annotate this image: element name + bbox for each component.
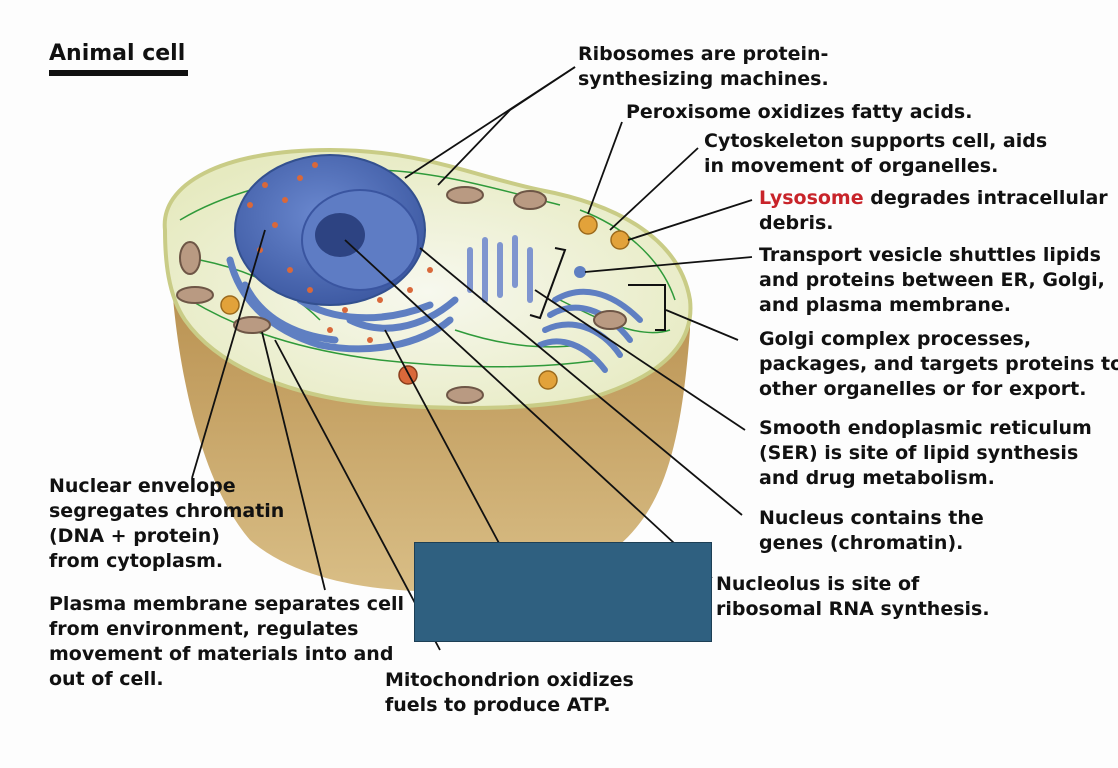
- label-plasma-membrane: Plasma membrane separates cell from envi…: [49, 592, 404, 692]
- title-underline: [49, 70, 188, 76]
- label-line: Ribosomes are protein-: [578, 43, 829, 65]
- label-golgi: Golgi complex processes, packages, and t…: [759, 327, 1118, 402]
- diagram-title: Animal cell: [49, 41, 186, 66]
- label-line: Transport vesicle shuttles lipids: [759, 244, 1101, 266]
- label-line: synthesizing machines.: [578, 68, 829, 90]
- lysosome-desc: degrades intracellular: [863, 187, 1108, 209]
- label-line: from environment, regulates: [49, 618, 359, 640]
- lysosomes: [220, 215, 630, 390]
- label-lysosome: Lysosome degrades intracellular debris.: [759, 186, 1108, 236]
- label-line: Nucleus contains the: [759, 507, 984, 529]
- label-line: ribosomal RNA synthesis.: [716, 598, 990, 620]
- label-line: (DNA + protein): [49, 525, 220, 547]
- label-peroxisome: Peroxisome oxidizes fatty acids.: [626, 100, 972, 125]
- label-line: (SER) is site of lipid synthesis: [759, 442, 1079, 464]
- label-line: debris.: [759, 212, 834, 234]
- label-line: Cytoskeleton supports cell, aids: [704, 130, 1048, 152]
- label-line: out of cell.: [49, 668, 164, 690]
- peroxisome: [398, 365, 418, 385]
- label-line: packages, and targets proteins to: [759, 353, 1118, 375]
- label-line: Nucleolus is site of: [716, 573, 920, 595]
- label-line: Nuclear envelope: [49, 475, 236, 497]
- label-line: Plasma membrane separates cell: [49, 593, 404, 615]
- label-line: and drug metabolism.: [759, 467, 995, 489]
- label-nuclear-envelope: Nuclear envelope segregates chromatin (D…: [49, 474, 284, 574]
- mitochondria: [176, 186, 627, 404]
- label-line: other organelles or for export.: [759, 378, 1087, 400]
- label-line: Mitochondrion oxidizes: [385, 669, 634, 691]
- smooth-er: [467, 235, 533, 303]
- label-transport-vesicle: Transport vesicle shuttles lipids and pr…: [759, 243, 1105, 318]
- lysosome-term: Lysosome: [759, 187, 864, 209]
- transport-bracket: [628, 284, 666, 331]
- occlusion-box: [414, 542, 712, 642]
- rough-er: [226, 256, 459, 353]
- label-line: Peroxisome oxidizes fatty acids.: [626, 101, 973, 123]
- label-line: Golgi complex processes,: [759, 328, 1032, 350]
- label-line: Smooth endoplasmic reticulum: [759, 417, 1092, 439]
- label-cytoskeleton: Cytoskeleton supports cell, aids in move…: [704, 129, 1047, 179]
- transport-vesicle: [574, 266, 586, 278]
- golgi-bracket: [529, 247, 567, 320]
- ribosome-dots: [247, 162, 433, 343]
- leader-lines: [191, 66, 753, 651]
- label-line: fuels to produce ATP.: [385, 694, 611, 716]
- label-nucleus: Nucleus contains the genes (chromatin).: [759, 506, 984, 556]
- label-line: segregates chromatin: [49, 500, 285, 522]
- label-ser: Smooth endoplasmic reticulum (SER) is si…: [759, 416, 1092, 491]
- label-line: movement of materials into and: [49, 643, 394, 665]
- label-line: genes (chromatin).: [759, 532, 964, 554]
- label-nucleolus: Nucleolus is site of ribosomal RNA synth…: [716, 572, 990, 622]
- label-mitochondrion: Mitochondrion oxidizes fuels to produce …: [385, 668, 634, 718]
- label-line: Lysosome degrades intracellular: [759, 186, 1108, 211]
- label-line: and proteins between ER, Golgi,: [759, 269, 1105, 291]
- label-ribosomes: Ribosomes are protein- synthesizing mach…: [578, 42, 829, 92]
- golgi-complex: [537, 288, 643, 373]
- label-line: in movement of organelles.: [704, 155, 999, 177]
- label-line: from cytoplasm.: [49, 550, 224, 572]
- cytoplasm: [162, 147, 693, 410]
- label-line: and plasma membrane.: [759, 294, 1011, 316]
